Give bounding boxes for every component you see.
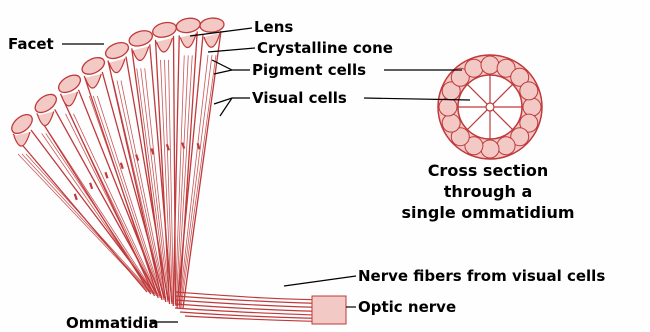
pigment-cell [442,114,460,132]
pigment-cell [481,140,499,158]
cross-section-caption-line2: through a [444,182,533,201]
pigment-cell [520,82,538,100]
cross-section-caption-line1: Cross section [428,161,549,180]
label-visual-cells: Visual cells [252,89,347,107]
label-crystalline-cone: Crystalline cone [257,39,393,57]
pigment-cell [465,59,483,77]
cross-section-caption-line3: single ommatidium [401,203,574,222]
label-pigment-cells: Pigment cells [252,61,366,79]
label-nerve-fibers: Nerve fibers from visual cells [358,267,605,285]
pigment-cell [439,98,457,116]
pigment-cell [497,137,515,155]
label-facet: Facet [8,35,54,53]
rhabdom [486,103,494,111]
optic-nerve-end [312,296,346,324]
label-optic-nerve: Optic nerve [358,298,456,316]
label-lens: Lens [254,18,293,36]
label-ommatidia: Ommatidia [66,314,158,332]
pigment-cell [481,56,499,74]
pigment-cell [523,98,541,116]
